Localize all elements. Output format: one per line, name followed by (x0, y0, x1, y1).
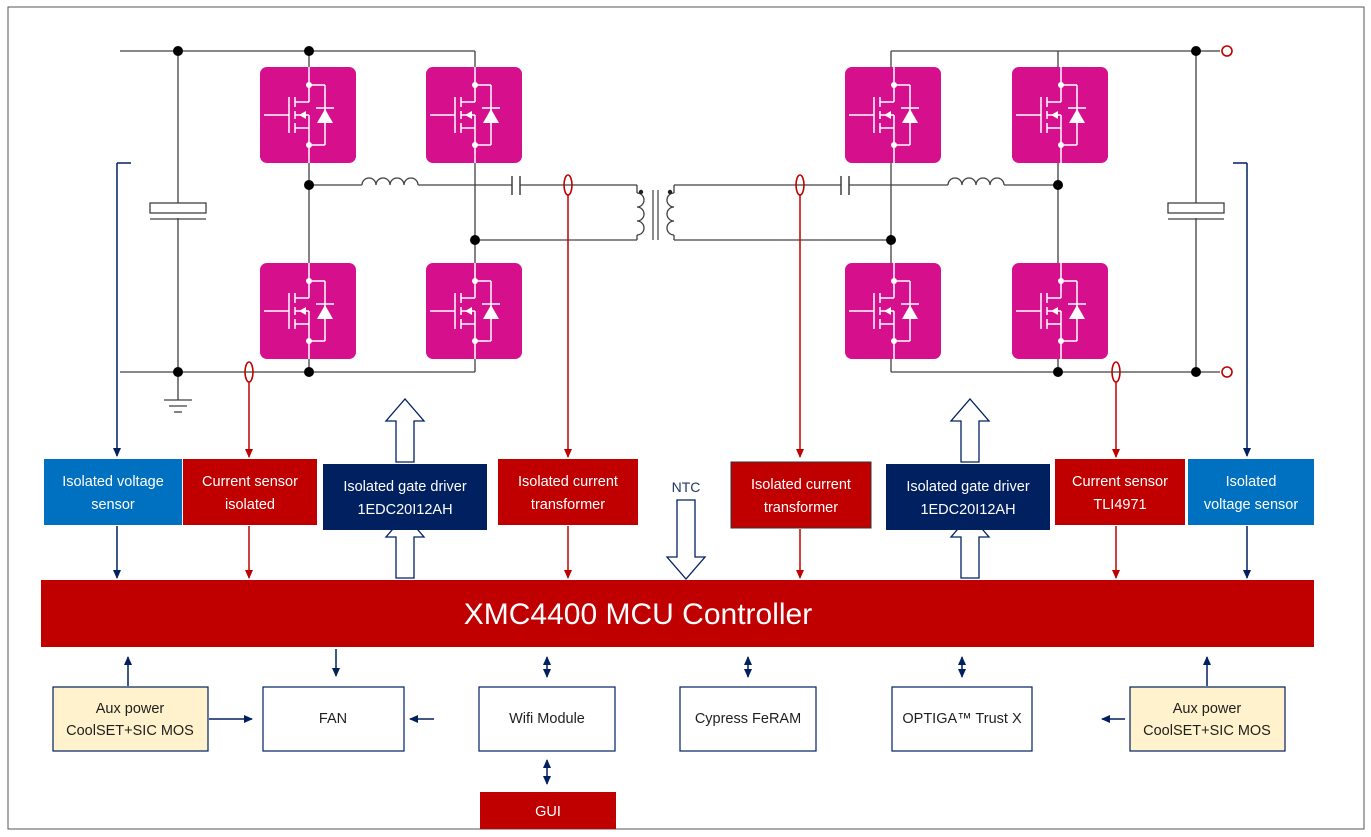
aux-power-left-l2: CoolSET+SIC MOS (66, 723, 194, 739)
series-capacitors (511, 176, 850, 195)
mosfet-switch (426, 67, 522, 163)
gate-driver-right-l2: 1EDC20I12AH (920, 502, 1015, 518)
volt-sensor-right-l2: voltage sensor (1204, 497, 1298, 513)
feram-label: Cypress FeRAM (695, 711, 801, 727)
ct-right-box (730, 461, 872, 529)
wifi-module-box (478, 686, 616, 752)
ct-left-l1: Isolated current (518, 474, 618, 490)
ntc-label: NTC (672, 479, 701, 495)
aux-power-right-l1: Aux power (1173, 701, 1242, 717)
dot-mark (638, 189, 644, 195)
curr-sensor-right-l2: TLI4971 (1093, 497, 1146, 513)
gate-driver-right-l1: Isolated gate driver (906, 479, 1029, 495)
mosfet-array (260, 67, 1108, 359)
volt-sensor-right-l1: Isolated (1226, 474, 1277, 490)
aux-power-left-l1: Aux power (96, 701, 165, 717)
wifi-module-label: Wifi Module (509, 711, 585, 727)
curr-sensor-right-l1: Current sensor (1072, 474, 1168, 490)
mosfet-switch (845, 67, 941, 163)
gate-arrow-right-up (949, 398, 991, 463)
gui-box (480, 792, 616, 829)
curr-sensor-left-box (183, 459, 317, 525)
optiga-label: OPTIGA™ Trust X (902, 711, 1022, 727)
optiga-box (891, 686, 1033, 752)
fan-label: FAN (319, 711, 347, 727)
mosfet-switch (426, 263, 522, 359)
volt-sensor-right-box (1188, 459, 1314, 525)
fan-box (262, 686, 405, 752)
aux-power-right-l2: CoolSET+SIC MOS (1143, 723, 1271, 739)
junction-dots (173, 46, 1201, 377)
gate-driver-right-box (886, 464, 1050, 530)
transformer-core (652, 190, 659, 240)
ct-right-l1: Isolated current (751, 477, 851, 493)
gate-arrow-left-up (384, 398, 426, 463)
mcu-controller-box (41, 580, 1314, 647)
volt-sensor-left-box (44, 459, 182, 525)
curr-sensor-left-l1: Current sensor (202, 474, 298, 490)
mosfet-switch (260, 67, 356, 163)
block-arrows (384, 398, 991, 580)
curr-sensor-left-l2: isolated (225, 497, 275, 513)
feram-box (679, 686, 817, 752)
aux-power-right-box (1129, 686, 1286, 752)
outer-frame (7, 6, 1365, 830)
dc-capacitors (149, 202, 1225, 220)
aux-power-left-box (52, 686, 209, 752)
dot-mark (667, 189, 673, 195)
current-sense-ovals (244, 174, 1121, 383)
ct-right-l2: transformer (764, 500, 838, 516)
gate-driver-left-l1: Isolated gate driver (343, 479, 466, 495)
mosfet-switch (1012, 67, 1108, 163)
mosfet-switch (845, 263, 941, 359)
output-terminals (1221, 45, 1233, 378)
gate-driver-left-box (323, 464, 487, 530)
volt-sensor-left-l1: Isolated voltage (62, 474, 164, 490)
gate-driver-left-l2: 1EDC20I12AH (357, 502, 452, 518)
gui-label: GUI (535, 804, 561, 820)
ct-left-l2: transformer (531, 497, 605, 513)
mosfet-switch (1012, 263, 1108, 359)
curr-sensor-right-box (1055, 459, 1185, 525)
volt-sensor-left-l2: sensor (91, 497, 135, 513)
ntc-arrow (665, 499, 707, 580)
ct-left-box (498, 459, 638, 525)
mosfet-switch (260, 263, 356, 359)
mcu-controller-label: XMC4400 MCU Controller (464, 598, 812, 631)
